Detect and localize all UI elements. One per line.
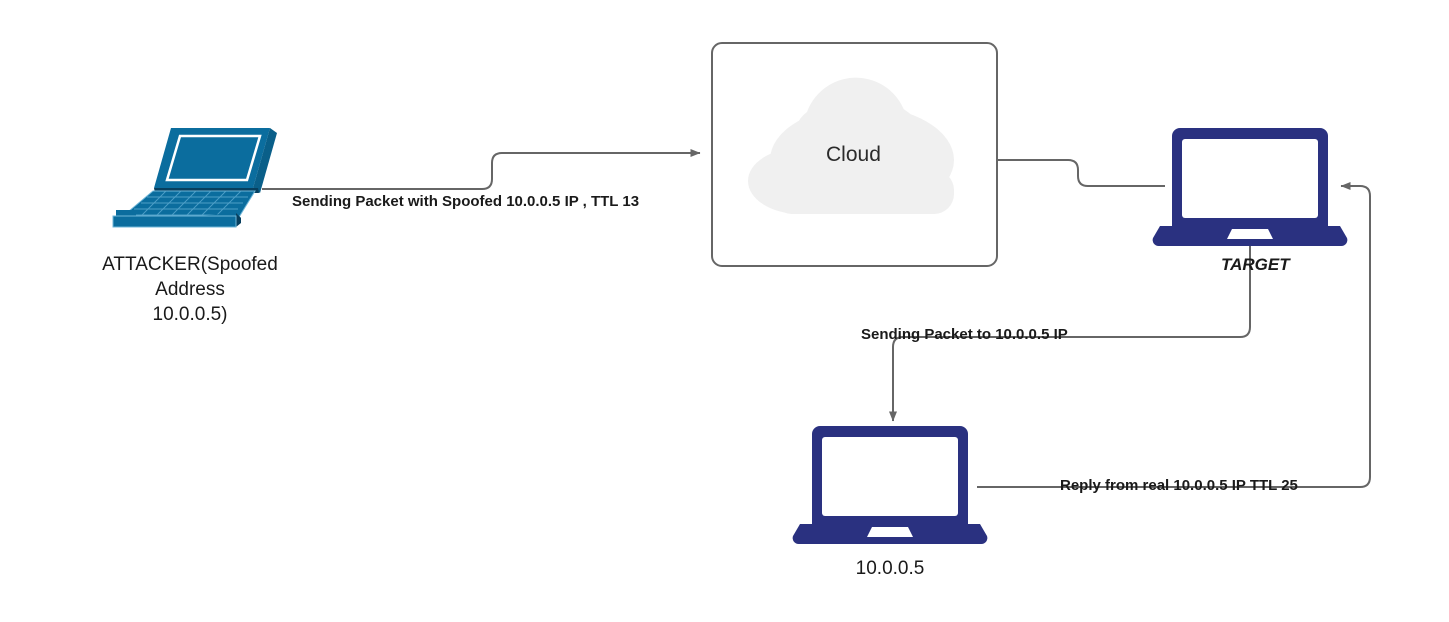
edge-label-target-to-victim: Sending Packet to 10.0.0.5 IP <box>861 326 1068 343</box>
edge-label-victim-to-target: Reply from real 10.0.0.5 IP TTL 25 <box>1060 477 1298 494</box>
edge-label-attacker-to-cloud: Sending Packet with Spoofed 10.0.0.5 IP … <box>292 193 640 210</box>
cloud-icon <box>748 77 954 214</box>
attacker-node[interactable] <box>112 128 277 228</box>
cloud-label: Cloud <box>826 143 881 166</box>
victim-node[interactable] <box>792 426 988 545</box>
edge-victim-to-target <box>977 182 1371 488</box>
laptop-icon <box>792 426 988 545</box>
attacker-label: ATTACKER(Spoofed Address 10.0.0.5) <box>102 254 278 325</box>
target-node[interactable] <box>1152 128 1348 247</box>
edge-target-to-victim <box>889 244 1251 422</box>
victim-label: 10.0.0.5 <box>855 558 925 579</box>
isometric-laptop-icon <box>112 128 277 228</box>
edge-cloud-to-target <box>998 159 1165 187</box>
laptop-icon <box>1152 128 1348 247</box>
target-label: TARGET <box>1221 255 1290 274</box>
edge-attacker-to-cloud <box>262 149 701 190</box>
cloud-node[interactable] <box>711 42 998 267</box>
